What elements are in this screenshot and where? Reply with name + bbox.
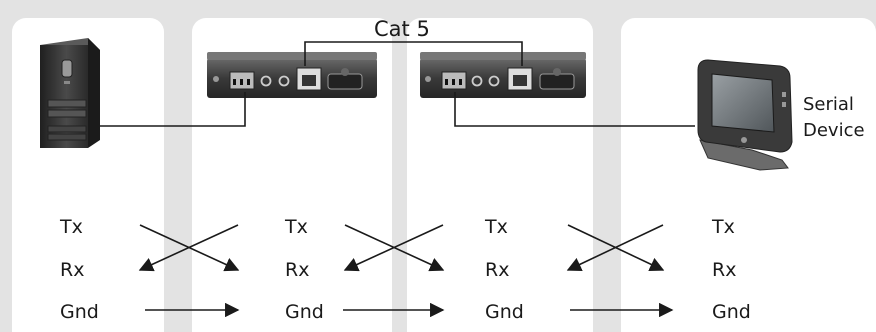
signal-label-rx: Rx xyxy=(712,259,736,281)
signal-label-rx: Rx xyxy=(485,259,509,281)
signal-label-gnd: Gnd xyxy=(60,301,99,323)
cat5-cable xyxy=(304,41,523,66)
signal-label-rx: Rx xyxy=(285,259,309,281)
serial-device-label-line1: Serial xyxy=(803,94,854,115)
serial-cable-computer xyxy=(100,92,246,127)
cat5-label: Cat 5 xyxy=(374,17,430,41)
touch-terminal-icon xyxy=(697,59,793,171)
rx-from-tx-arrow xyxy=(566,224,664,271)
signal-label-gnd: Gnd xyxy=(485,301,524,323)
signal-label-tx: Tx xyxy=(284,216,308,238)
signal-label-rx: Rx xyxy=(60,259,84,281)
serial-extender-icon xyxy=(420,52,586,98)
rx-from-tx-arrow xyxy=(138,224,239,272)
serial-device-label-line2: Device xyxy=(803,120,865,141)
computer-tower-icon xyxy=(40,38,100,148)
serial-extender-icon xyxy=(207,52,377,98)
signal-label-gnd: Gnd xyxy=(285,301,324,323)
signal-label-tx: Tx xyxy=(711,216,735,238)
signal-label-tx: Tx xyxy=(59,216,83,238)
rx-from-tx-arrow xyxy=(343,224,444,272)
signal-label-tx: Tx xyxy=(484,216,508,238)
serial-cable-device xyxy=(454,92,695,127)
signal-label-gnd: Gnd xyxy=(712,301,751,323)
